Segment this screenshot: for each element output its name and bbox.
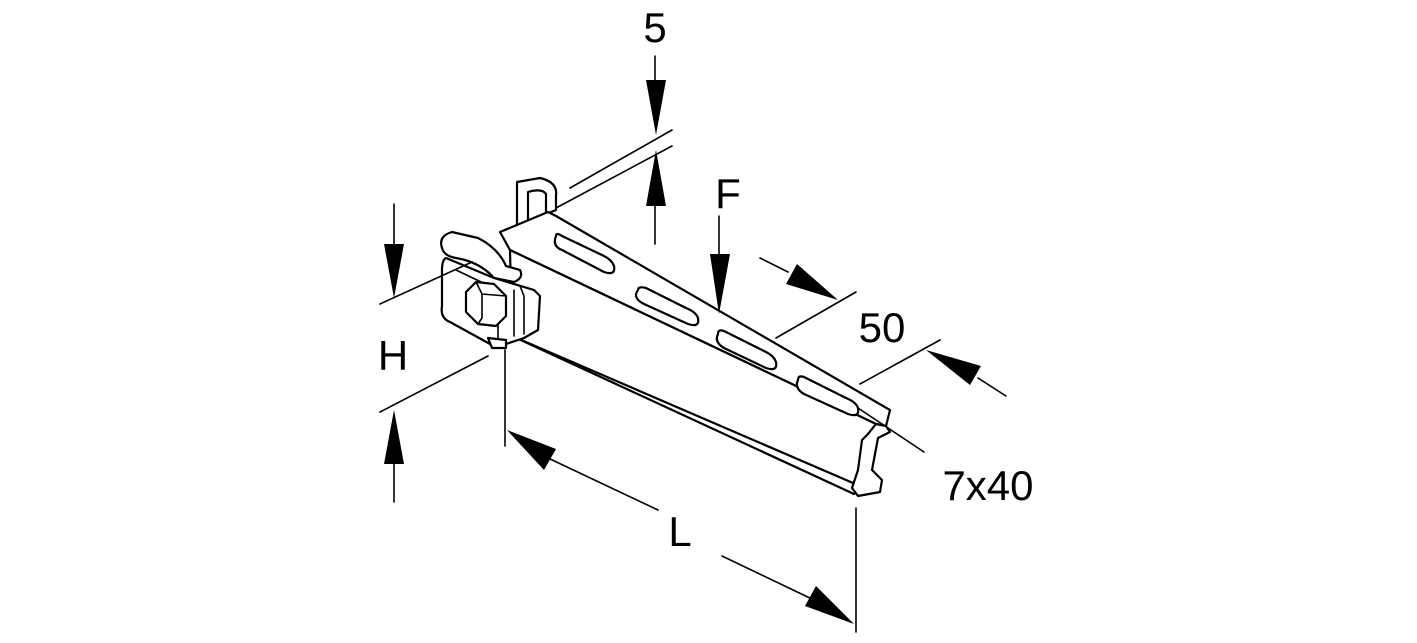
dim-label-length: L	[668, 508, 691, 555]
clamp-top-lip	[440, 230, 523, 284]
arrow-up-icon	[384, 410, 404, 464]
cantilever-bracket	[440, 176, 892, 498]
slot	[715, 329, 778, 371]
dimension-slot: 7x40	[857, 407, 1034, 509]
arrow-down-icon	[646, 80, 666, 135]
dim-label-slot: 7x40	[942, 462, 1033, 509]
arrow-down-icon	[384, 244, 404, 298]
dimension-thickness: 5	[555, 4, 673, 245]
dimension-load: F	[710, 170, 741, 314]
dim-label-thickness: 5	[643, 4, 666, 51]
slot	[634, 286, 700, 327]
arrow-down-icon	[710, 254, 730, 314]
clamp-assembly	[440, 230, 542, 350]
dimension-height: H	[378, 203, 489, 503]
dim-label-load: F	[715, 170, 741, 217]
dimension-length: L	[504, 349, 857, 633]
arm-end-profile	[850, 422, 892, 498]
arrow-up-icon	[646, 150, 666, 206]
arrow-right-icon	[786, 264, 838, 300]
clamp-bottom-lip	[486, 336, 508, 350]
dimension-width: 50	[759, 257, 1007, 397]
slots	[553, 232, 860, 417]
dim-label-width: 50	[859, 304, 906, 351]
slot	[553, 232, 616, 275]
hex-bolt-icon	[464, 280, 508, 328]
dim-label-height: H	[378, 332, 408, 379]
arrow-right-icon	[805, 586, 854, 624]
arrow-left-icon	[926, 350, 981, 385]
arrow-left-icon	[507, 430, 556, 470]
